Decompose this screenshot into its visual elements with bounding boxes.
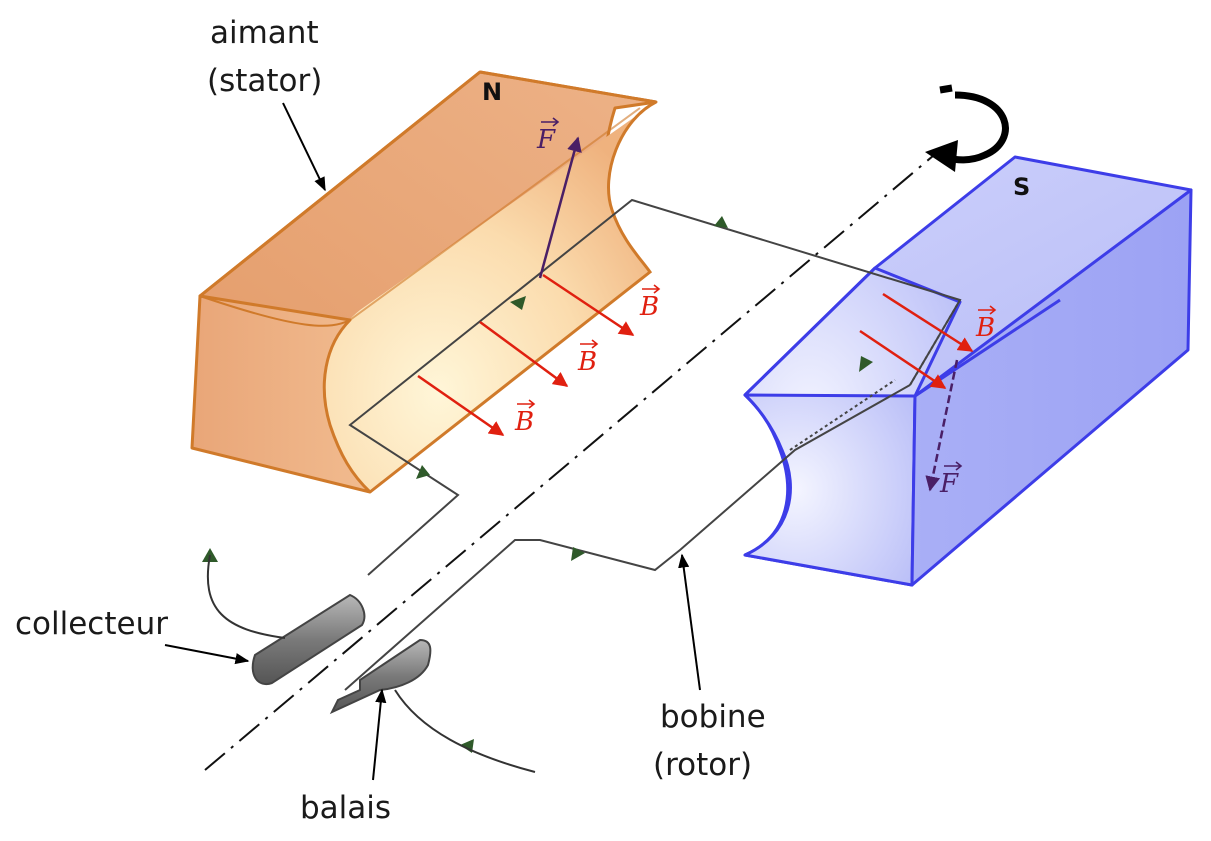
magnet-label-line2: (stator) xyxy=(207,63,322,99)
force-arrow-south xyxy=(925,359,959,492)
rotation-arrow-icon xyxy=(925,84,1009,172)
magnet-label-line1: aimant xyxy=(210,15,319,51)
south-magnet xyxy=(743,155,1193,587)
current-arrow-icon xyxy=(510,296,526,310)
rotation-axis xyxy=(204,149,941,771)
force-arrow-north xyxy=(538,136,582,279)
force-label: F xyxy=(939,469,959,499)
current-arrow-icon xyxy=(859,356,873,372)
north-magnet xyxy=(190,70,658,494)
field-label: B xyxy=(514,407,534,437)
field-label: B xyxy=(975,313,995,343)
north-pole-label: N xyxy=(482,78,502,106)
field-labels: B B B B xyxy=(514,284,997,437)
current-arrow-icon xyxy=(571,547,585,561)
commutator xyxy=(251,593,366,686)
current-out-curve xyxy=(206,554,286,639)
coil-label-line1: bobine xyxy=(660,699,766,735)
current-in-curve xyxy=(394,689,536,773)
brushes-label: balais xyxy=(300,790,391,826)
field-label: B xyxy=(577,347,597,377)
current-arrow-icon xyxy=(416,465,430,479)
current-arrow-icon xyxy=(714,216,728,228)
leader-lines xyxy=(164,102,701,781)
force-label-north: F xyxy=(536,117,560,155)
coil-label-line2: (rotor) xyxy=(653,747,752,783)
south-pole-label: S xyxy=(1013,173,1030,201)
field-label: B xyxy=(639,292,659,322)
force-label: F xyxy=(536,125,556,155)
coil xyxy=(344,198,962,691)
force-label-south: F xyxy=(939,461,963,499)
commutator-label: collecteur xyxy=(15,606,168,642)
field-arrows xyxy=(417,273,974,437)
